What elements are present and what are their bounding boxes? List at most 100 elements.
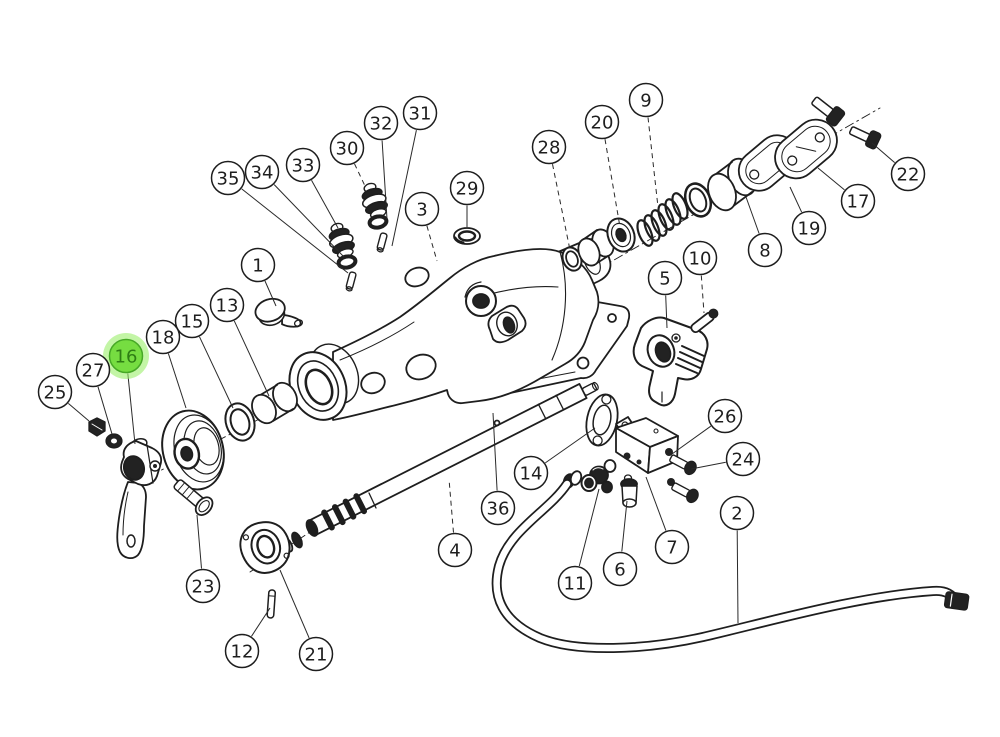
callout-30[interactable]: 30 bbox=[329, 130, 366, 187]
leader-line bbox=[381, 140, 388, 220]
leader-line bbox=[354, 163, 366, 187]
leader-line bbox=[251, 607, 271, 637]
callout-number: 22 bbox=[897, 164, 920, 185]
callout-36[interactable]: 36 bbox=[480, 412, 516, 526]
leader-line bbox=[391, 129, 417, 247]
callout-12[interactable]: 12 bbox=[224, 607, 271, 669]
leader-line bbox=[67, 403, 90, 422]
roll-pin bbox=[266, 589, 277, 619]
leader-line bbox=[199, 336, 234, 409]
callout-number: 25 bbox=[44, 382, 67, 403]
callout-number: 35 bbox=[217, 168, 240, 189]
callout-circle bbox=[210, 160, 246, 196]
callout-15[interactable]: 15 bbox=[174, 303, 234, 409]
callout-18[interactable]: 18 bbox=[145, 319, 187, 409]
thrust-washer bbox=[606, 217, 636, 253]
callout-14[interactable]: 14 bbox=[513, 427, 596, 491]
callout-circle bbox=[513, 455, 549, 491]
callout-13[interactable]: 13 bbox=[209, 287, 270, 397]
callout-number: 7 bbox=[666, 537, 677, 558]
callout-circle bbox=[449, 170, 485, 206]
plug-knob bbox=[254, 297, 304, 328]
callout-4[interactable]: 4 bbox=[437, 478, 473, 568]
callout-circle bbox=[647, 260, 683, 296]
leader-line bbox=[645, 476, 667, 531]
callout-27[interactable]: 27 bbox=[75, 352, 113, 435]
callout-24[interactable]: 24 bbox=[690, 441, 761, 477]
callout-number: 20 bbox=[591, 112, 614, 133]
callout-8[interactable]: 8 bbox=[745, 196, 783, 268]
valve-pin-upper bbox=[376, 232, 388, 253]
leader-line bbox=[233, 320, 270, 397]
hydraulic-hose bbox=[491, 479, 970, 654]
callout-10[interactable]: 10 bbox=[682, 240, 718, 314]
callout-17[interactable]: 17 bbox=[817, 167, 876, 219]
callout-21[interactable]: 21 bbox=[279, 569, 334, 672]
callout-31[interactable]: 31 bbox=[391, 95, 438, 247]
callout-22[interactable]: 22 bbox=[871, 142, 926, 192]
leader-line bbox=[578, 488, 600, 567]
callout-circle bbox=[437, 532, 473, 568]
leader-line bbox=[552, 164, 571, 251]
callout-number: 10 bbox=[689, 248, 712, 269]
lock-washer bbox=[105, 433, 123, 449]
callout-32[interactable]: 32 bbox=[363, 105, 399, 220]
callout-number: 19 bbox=[798, 218, 821, 239]
callout-number: 34 bbox=[251, 162, 274, 183]
callout-circle bbox=[244, 154, 280, 190]
callout-circle bbox=[174, 303, 210, 339]
callout-number: 13 bbox=[216, 295, 239, 316]
socket-bolt-a bbox=[811, 96, 846, 127]
callout-number: 32 bbox=[370, 113, 393, 134]
callout-23[interactable]: 23 bbox=[185, 514, 221, 604]
leader-line bbox=[273, 184, 345, 258]
callout-number: 6 bbox=[614, 559, 625, 580]
callout-number: 27 bbox=[82, 360, 105, 381]
callout-16[interactable]: 16 bbox=[103, 333, 149, 445]
callout-33[interactable]: 33 bbox=[285, 147, 339, 229]
leader-line bbox=[279, 569, 310, 639]
callout-3[interactable]: 3 bbox=[404, 191, 440, 262]
callout-9[interactable]: 9 bbox=[628, 82, 664, 208]
leader-line bbox=[621, 500, 628, 552]
breather-valve-lower bbox=[328, 222, 355, 259]
callout-number: 29 bbox=[456, 178, 479, 199]
leader-line bbox=[736, 530, 739, 624]
callout-11[interactable]: 11 bbox=[557, 488, 600, 601]
callout-26[interactable]: 26 bbox=[671, 398, 743, 455]
bushing-sleeve bbox=[251, 381, 298, 425]
callout-1[interactable]: 1 bbox=[240, 247, 277, 307]
callout-19[interactable]: 19 bbox=[789, 186, 827, 246]
oval-gasket bbox=[585, 393, 619, 447]
leader-line bbox=[789, 186, 803, 213]
callout-circle bbox=[480, 490, 516, 526]
callout-6[interactable]: 6 bbox=[602, 500, 638, 587]
valve-washer-lower bbox=[336, 254, 358, 270]
valve-block bbox=[615, 416, 679, 474]
callout-circle bbox=[402, 95, 438, 131]
leader-line bbox=[311, 180, 339, 229]
hex-nut bbox=[88, 417, 106, 437]
callout-29[interactable]: 29 bbox=[449, 170, 485, 228]
callout-34[interactable]: 34 bbox=[244, 154, 345, 258]
callout-7[interactable]: 7 bbox=[645, 476, 690, 565]
socket-bolt-b bbox=[848, 126, 882, 150]
callout-circle bbox=[682, 240, 718, 276]
callout-circle bbox=[209, 287, 245, 323]
callout-35[interactable]: 35 bbox=[210, 160, 349, 274]
callout-2[interactable]: 2 bbox=[719, 495, 755, 624]
callout-28[interactable]: 28 bbox=[531, 129, 571, 251]
callout-number: 21 bbox=[305, 644, 328, 665]
callout-circle bbox=[890, 156, 926, 192]
callout-circle bbox=[145, 319, 181, 355]
callout-20[interactable]: 20 bbox=[584, 104, 621, 228]
leader-line bbox=[700, 275, 705, 314]
callout-circle bbox=[329, 130, 365, 166]
callout-circle bbox=[557, 565, 593, 601]
callout-number: 26 bbox=[714, 406, 737, 427]
callout-5[interactable]: 5 bbox=[647, 260, 683, 329]
callout-25[interactable]: 25 bbox=[37, 374, 90, 422]
tee-fitting bbox=[562, 459, 617, 494]
